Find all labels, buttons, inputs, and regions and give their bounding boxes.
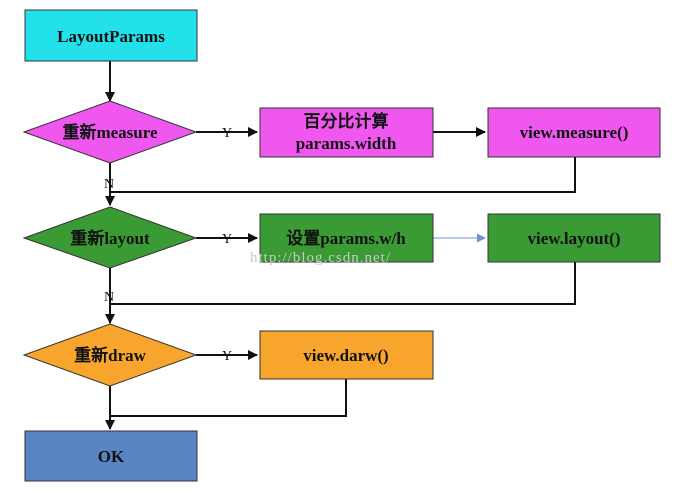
node-view-draw-label: view.darw() bbox=[303, 346, 388, 365]
edge-viewdraw-return bbox=[110, 379, 347, 417]
node-set-params-label: 设置params.w/h bbox=[286, 229, 406, 248]
node-percent-calc-line2: params.width bbox=[296, 134, 397, 153]
node-ok: OK bbox=[24, 430, 198, 482]
edge-viewlayout-return bbox=[110, 262, 576, 305]
node-view-draw: view.darw() bbox=[259, 330, 434, 380]
node-view-layout-label: view.layout() bbox=[527, 229, 620, 248]
watermark: http://blog.csdn.net/ bbox=[250, 250, 391, 266]
node-view-measure-label: view.measure() bbox=[520, 123, 629, 142]
label-n-layout: N bbox=[104, 290, 114, 305]
decision-remeasure: 重新measure bbox=[22, 100, 198, 164]
node-ok-label: OK bbox=[98, 447, 125, 466]
node-percent-calc: 百分比计算 params.width bbox=[259, 107, 434, 158]
decision-remeasure-label: 重新measure bbox=[62, 122, 158, 142]
label-y-draw: Y bbox=[222, 349, 232, 364]
node-view-measure: view.measure() bbox=[487, 107, 661, 158]
edge-viewmeasure-return bbox=[110, 157, 576, 193]
label-n-measure: N bbox=[104, 177, 114, 192]
decision-redraw: 重新draw bbox=[22, 323, 198, 387]
connectors bbox=[105, 61, 576, 430]
node-view-layout: view.layout() bbox=[487, 213, 661, 263]
decision-relayout-label: 重新layout bbox=[70, 228, 150, 248]
node-set-params: 设置params.w/h bbox=[259, 213, 434, 263]
decision-relayout: 重新layout bbox=[22, 206, 198, 269]
node-layoutparams-label: LayoutParams bbox=[57, 27, 165, 46]
node-layoutparams: LayoutParams bbox=[24, 9, 198, 62]
decision-redraw-label: 重新draw bbox=[74, 345, 146, 365]
label-y-layout: Y bbox=[222, 232, 232, 247]
label-y-measure: Y bbox=[222, 126, 232, 141]
node-percent-calc-line1: 百分比计算 bbox=[304, 111, 389, 131]
